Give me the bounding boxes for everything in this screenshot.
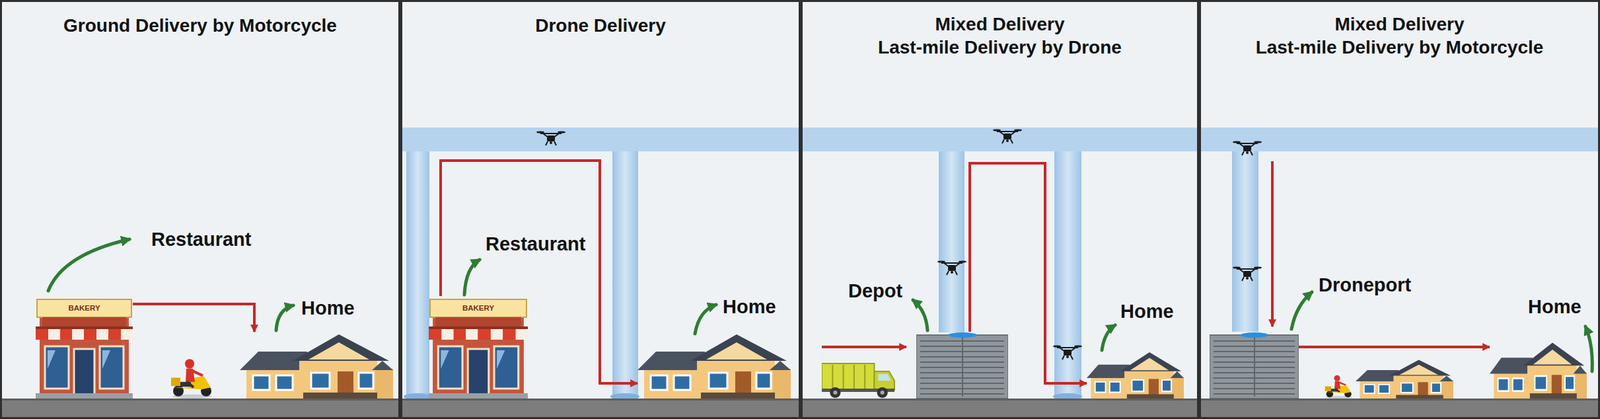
home-building-art: [239, 334, 394, 399]
drone: [992, 128, 1022, 144]
drone: [937, 260, 967, 275]
leader-arrow: [1291, 291, 1312, 329]
ground-edge: [0, 398, 1600, 401]
leader-arrow: [48, 239, 130, 291]
truck: [821, 363, 895, 398]
place-label: Home: [1120, 299, 1174, 323]
panel: Ground Delivery by MotorcycleRestaurantB…: [0, 0, 401, 419]
restaurant-building-art: [35, 299, 133, 400]
depot-building-art: [1209, 332, 1299, 399]
panel-heading: Drone Delivery: [400, 14, 801, 37]
panel-heading: Mixed Delivery: [1199, 13, 1600, 36]
leader-arrow: [1101, 325, 1116, 351]
drone-shaft: [938, 151, 965, 333]
depot-building: Depot: [916, 331, 1009, 399]
depot-building-art: [916, 332, 1009, 399]
drone: [536, 130, 566, 146]
leader-arrow: [694, 304, 717, 334]
leader-arrow: [276, 305, 294, 331]
leader-arrow: [464, 259, 480, 295]
depot-building-art: [916, 331, 1009, 399]
panel-heading: Last-mile Delivery by Drone: [800, 36, 1200, 59]
panel-heading: Ground Delivery by Motorcycle: [0, 14, 401, 37]
panel: Mixed DeliveryLast-mile Delivery by Moto…: [1199, 0, 1600, 419]
leader-arrow: [912, 299, 928, 331]
flow-arrow: [1271, 161, 1274, 327]
home-building: Home: [1489, 340, 1587, 399]
depot-building: Droneport: [1209, 331, 1299, 399]
shop-sign: BAKERY: [430, 302, 527, 314]
home-building: Home: [637, 331, 791, 399]
restaurant-building: RestaurantBAKERY: [428, 295, 528, 399]
panel-heading: Last-mile Delivery by Motorcycle: [1199, 36, 1600, 59]
drone-shaft: [1232, 151, 1259, 332]
home-building: Home: [239, 331, 394, 399]
drone-shaft: [1054, 151, 1082, 399]
flow-arrow: [821, 345, 907, 349]
place-label: Home: [301, 296, 355, 320]
drone: [1053, 344, 1083, 360]
panel: Mixed DeliveryLast-mile Delivery by Dron…: [800, 0, 1200, 419]
restaurant-building-art: [428, 299, 528, 400]
drone-shaft: [612, 151, 639, 399]
restaurant-building: RestaurantBAKERY: [35, 295, 133, 399]
home-building-art: [637, 334, 791, 399]
home-building-art: [239, 331, 394, 399]
drone-shaft: [403, 151, 1259, 400]
home-building-art: [1086, 350, 1184, 399]
drone: [1232, 140, 1262, 156]
panel: Drone DeliveryRestaurantBAKERYHome: [400, 0, 801, 419]
flow-arrow: [821, 161, 1273, 347]
place-label: Droneport: [1318, 273, 1412, 296]
home-building-art: [1086, 352, 1184, 399]
depot-building-art: [1209, 331, 1299, 399]
home-building: Home: [1086, 350, 1184, 399]
place-label: Restaurant: [485, 232, 586, 255]
panel-heading: Mixed Delivery: [800, 13, 1200, 36]
shop-sign: BAKERY: [36, 302, 132, 314]
delivery-route: [1298, 345, 1490, 349]
motorcycle: [1325, 375, 1353, 399]
sky-band: [400, 127, 1600, 152]
place-label: Home: [722, 295, 777, 318]
house-illustration: [1355, 359, 1454, 399]
ground: [0, 398, 1600, 419]
drone-shaft: [406, 151, 430, 399]
motorcycle: [171, 358, 213, 399]
home-building-art: [637, 331, 791, 399]
place-label: Restaurant: [151, 227, 252, 251]
place-label: Depot: [848, 279, 903, 302]
delivery-route: [132, 303, 255, 332]
place-label: Home: [1527, 295, 1582, 318]
home-building-art: [1489, 342, 1587, 399]
home-building-art: [1489, 340, 1587, 399]
drone: [1232, 266, 1262, 281]
leader-arrow: [1585, 326, 1593, 372]
